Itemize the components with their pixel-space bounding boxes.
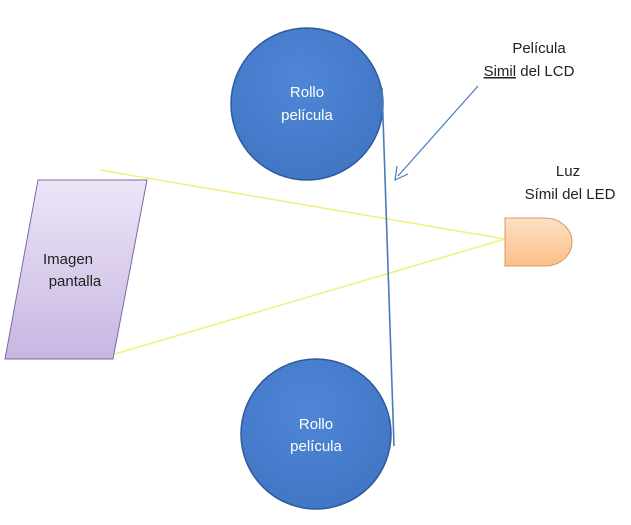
screen-label-line1: Imagen xyxy=(43,251,93,268)
light-beam-top xyxy=(99,169,506,240)
film-pointer-arrow xyxy=(397,85,479,177)
film-label-line2: Simil del LCD xyxy=(484,63,575,80)
reel-bottom xyxy=(240,358,392,510)
reel-bottom-label-line2: película xyxy=(290,438,342,455)
reel-top-label-line2: película xyxy=(281,107,333,124)
led-shape xyxy=(504,217,573,267)
light-beam-bottom xyxy=(114,238,506,355)
reel-top xyxy=(230,27,384,181)
light-label-line2: Símil del LED xyxy=(525,186,616,203)
screen-shape xyxy=(4,179,148,360)
reel-top-label-line1: Rollo xyxy=(290,84,324,101)
screen-label-line2: pantalla xyxy=(49,273,102,290)
film-label-rest: del LCD xyxy=(516,63,575,80)
reel-bottom-label-line1: Rollo xyxy=(299,416,333,433)
film-strip xyxy=(381,87,395,447)
film-label-line1: Película xyxy=(512,40,566,57)
film-label-simil: Simil xyxy=(484,63,517,80)
light-label-line1: Luz xyxy=(556,163,580,180)
film-pointer-arrowhead xyxy=(394,165,409,182)
